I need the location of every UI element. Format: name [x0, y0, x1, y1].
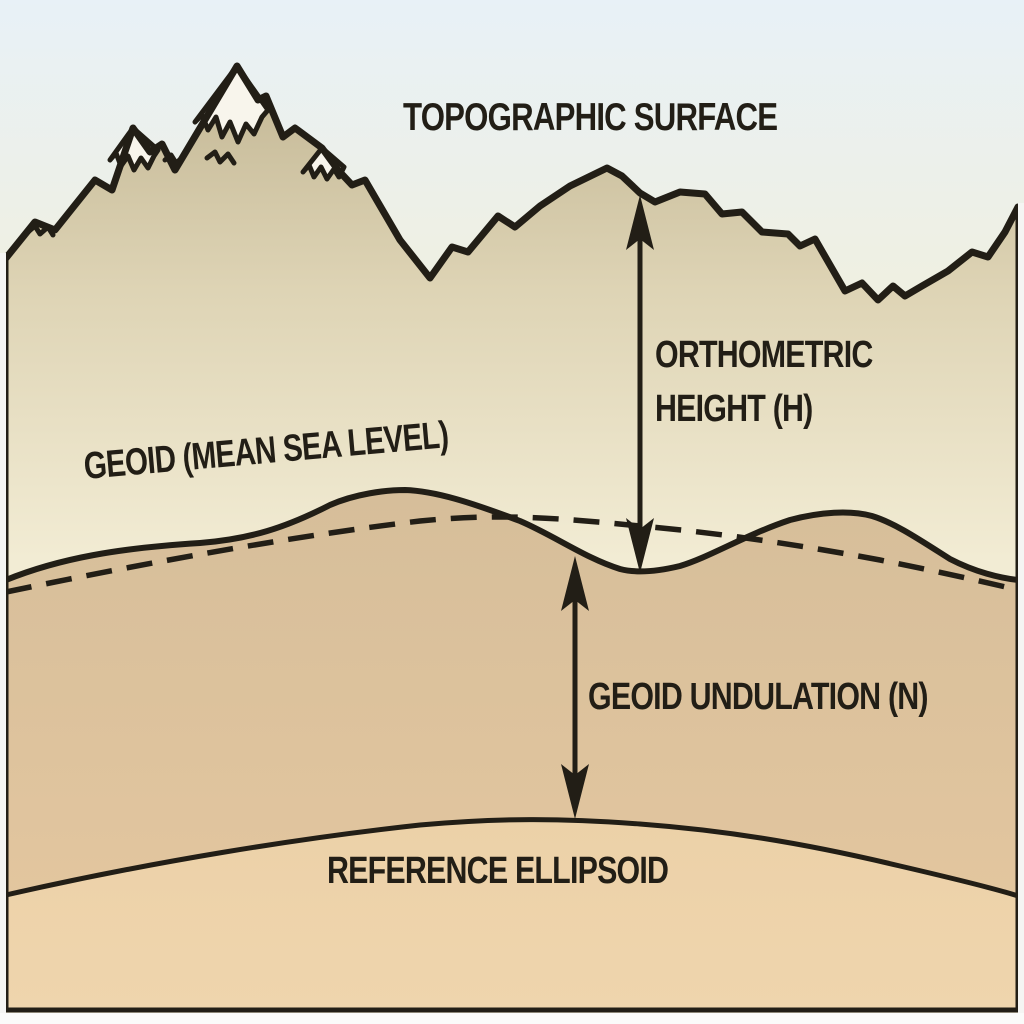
arrowhead-up-icon — [626, 195, 654, 250]
geoid-undulation-label: GEOID UNDULATION (N) — [588, 676, 929, 718]
reference-ellipsoid-line — [3, 817, 1021, 899]
orthometric-height-arrow — [626, 195, 654, 573]
bottom-gutter — [0, 1013, 1024, 1024]
topographic-surface-line — [2, 62, 1022, 304]
geoid-undulation-arrow — [561, 556, 589, 819]
arrowhead-down-icon — [561, 764, 589, 819]
reference-ellipsoid-region — [6, 819, 1018, 1010]
arrowhead-up-icon — [561, 556, 589, 611]
ellipsoid-continuation-dashed-line — [5, 514, 1019, 595]
orthometric-height-label-line2: HEIGHT (H) — [655, 388, 813, 430]
arrowhead-down-icon — [626, 518, 654, 573]
reference-ellipsoid-label: REFERENCE ELLIPSOID — [327, 850, 669, 892]
orthometric-height-label-line1: ORTHOMETRIC — [655, 334, 873, 376]
topographic-surface-label: TOPOGRAPHIC SURFACE — [403, 96, 778, 139]
left-gutter — [0, 253, 6, 1024]
geoid-line — [3, 486, 1021, 583]
right-gutter — [1018, 203, 1024, 1024]
